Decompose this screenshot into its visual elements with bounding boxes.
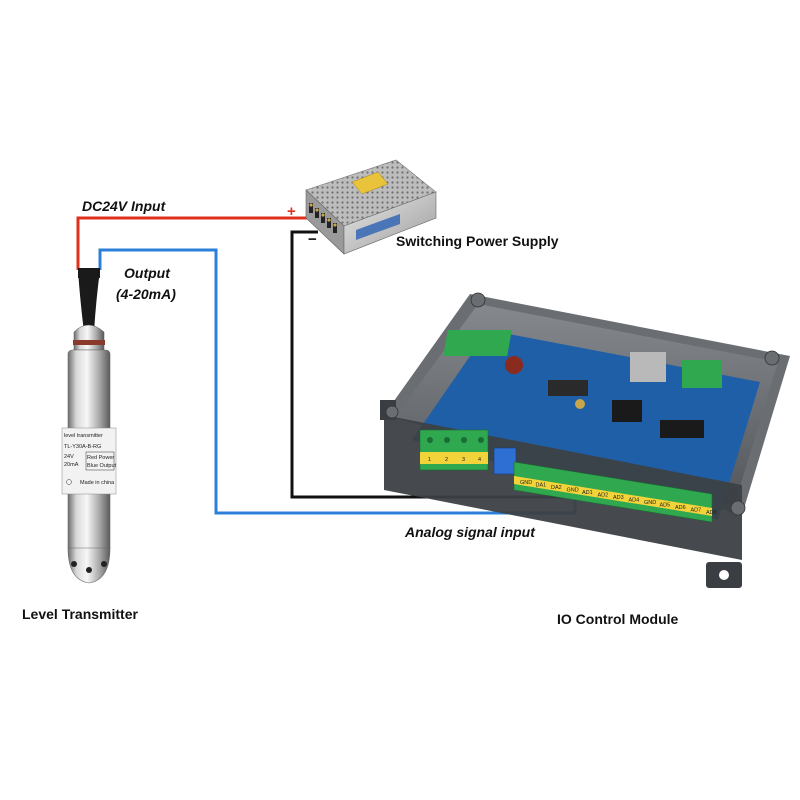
terminal-label-ad8: AD8 — [706, 510, 717, 516]
plus-sign: + — [287, 203, 296, 220]
minus-sign: − — [308, 231, 317, 248]
switching-power-supply — [305, 159, 437, 255]
dc-input-label: DC24V Input — [82, 198, 167, 214]
sensor-tag-line2: TL-Y30A-B-RG — [64, 444, 101, 450]
terminal-label-ad6: AD6 — [675, 505, 686, 511]
sensor-tag-line4: 20mA — [64, 462, 79, 468]
sensor-tag-made: Made in china — [80, 480, 115, 486]
svg-text:4: 4 — [478, 457, 481, 463]
svg-text:2: 2 — [445, 457, 448, 463]
svg-text:3: 3 — [462, 457, 465, 463]
level-transmitter: level transmitter TL-Y30A-B-RG 24V 20mA … — [61, 268, 117, 584]
terminal-label-gnd: GND — [567, 488, 579, 494]
svg-text:1: 1 — [428, 457, 431, 463]
terminal-block-left: 1 2 3 4 — [419, 429, 489, 471]
output-range-label: (4-20mA) — [116, 286, 176, 302]
terminal-label-da2: DA2 — [551, 485, 562, 491]
terminal-label-ad4: AD4 — [629, 498, 640, 504]
dip-switch — [493, 447, 517, 475]
sensor-tag-legend1: Red Power — [87, 455, 114, 461]
power-supply-label: Switching Power Supply — [396, 233, 559, 249]
analog-input-label: Analog signal input — [404, 524, 536, 540]
sensor-cable — [78, 270, 100, 332]
sensor-tag-legend2: Blue Output — [87, 463, 117, 469]
power-wire — [76, 216, 312, 270]
sensor-label — [61, 427, 117, 495]
output-label: Output — [124, 265, 171, 281]
terminal-label-ad3: AD3 — [613, 495, 624, 501]
sensor-tag-line1: level transmitter — [64, 433, 103, 439]
terminal-label-ad7: AD7 — [691, 508, 702, 514]
terminal-label-ad1: AD1 — [582, 490, 593, 496]
io-module-label: IO Control Module — [557, 611, 679, 627]
psu-terminals — [309, 203, 337, 233]
terminal-label-gnd: GND — [644, 500, 656, 506]
terminal-label-da1: DA1 — [536, 483, 547, 489]
terminal-label-gnd: GND — [520, 480, 532, 486]
terminal-label-ad2: AD2 — [598, 493, 609, 499]
terminal-block-main — [513, 461, 713, 523]
terminal-label-ad5: AD5 — [660, 503, 671, 509]
level-transmitter-label: Level Transmitter — [22, 606, 138, 622]
sensor-tag-line3: 24V — [64, 454, 74, 460]
